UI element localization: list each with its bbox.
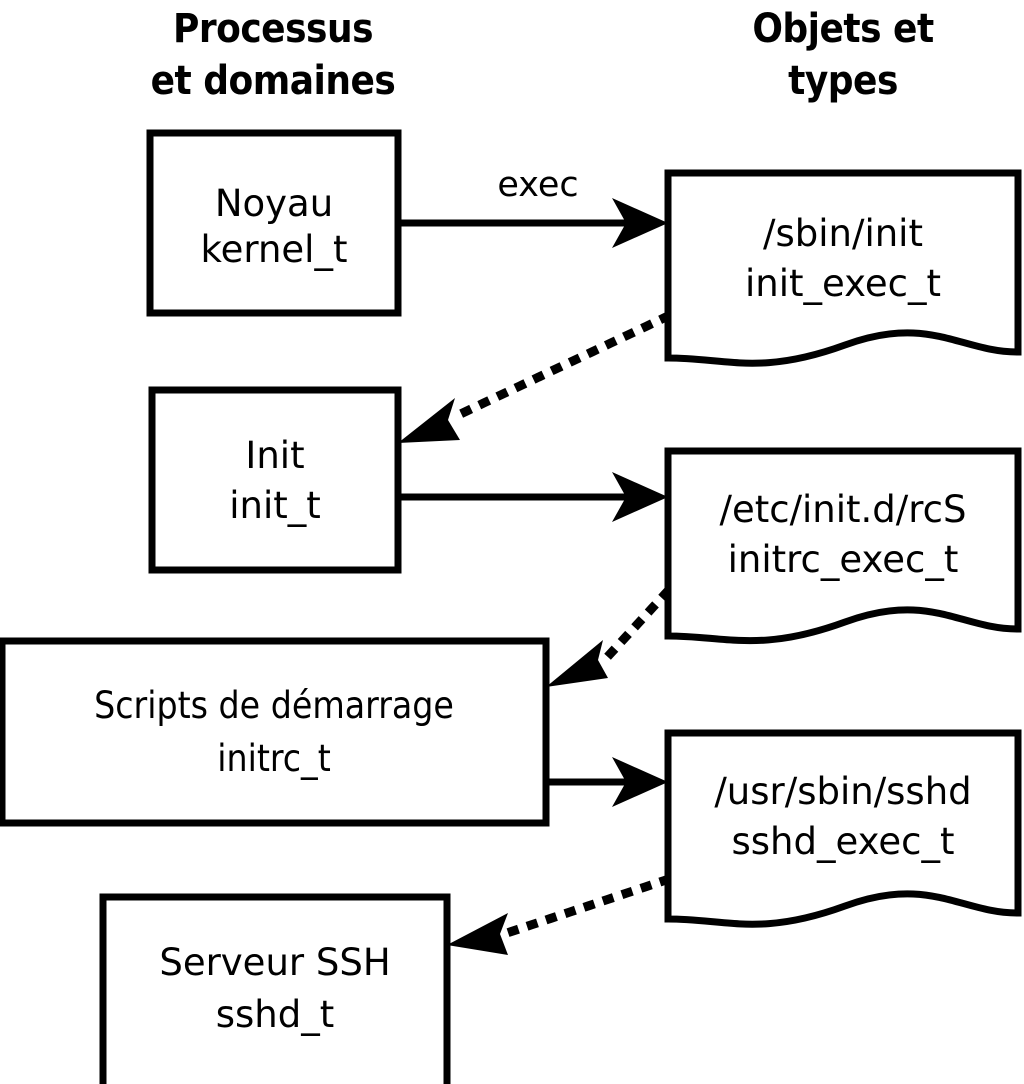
node-kernel-label-line1: Noyau bbox=[215, 182, 333, 225]
edge-init-exec-to-init-arrowhead bbox=[398, 398, 460, 443]
node-initrc-box[interactable] bbox=[0, 637, 550, 827]
column-header-objects-line1: Objets et bbox=[752, 6, 934, 52]
column-header-processes-line2: et domaines bbox=[151, 58, 396, 104]
edge-initrc-exec-to-initrc-line bbox=[593, 586, 673, 672]
edge-sshd-exec-to-sshd-line bbox=[504, 874, 672, 938]
node-init-exec-label-line2: init_exec_t bbox=[745, 262, 941, 305]
node-kernel[interactable]: Noyau kernel_t bbox=[146, 129, 402, 317]
node-sshd-box[interactable] bbox=[99, 893, 451, 1084]
node-init[interactable]: Init init_t bbox=[148, 386, 402, 574]
edge-initrc-to-sshd-exec bbox=[546, 757, 668, 807]
node-initrc-exec-label-line2: initrc_exec_t bbox=[728, 538, 959, 581]
node-sshd-exec[interactable]: /usr/sbin/sshd sshd_exec_t bbox=[664, 729, 1022, 928]
node-initrc[interactable]: Scripts de démarrage initrc_t bbox=[0, 637, 550, 827]
edge-kernel-to-init-exec: exec bbox=[398, 165, 668, 248]
node-init-label-line2: init_t bbox=[229, 484, 321, 527]
node-initrc-exec-label-line1: /etc/init.d/rcS bbox=[719, 488, 966, 531]
column-header-processes: Processus et domaines bbox=[151, 6, 396, 104]
node-initrc-label-line2: initrc_t bbox=[217, 737, 331, 780]
edge-sshd-exec-to-sshd bbox=[447, 874, 672, 955]
node-sshd-exec-label-line2: sshd_exec_t bbox=[732, 820, 955, 863]
edge-init-exec-to-init bbox=[398, 311, 672, 443]
node-kernel-box[interactable] bbox=[146, 129, 402, 317]
node-sshd[interactable]: Serveur SSH sshd_t bbox=[99, 893, 451, 1084]
edge-initrc-exec-to-initrc bbox=[546, 586, 673, 687]
edge-sshd-exec-to-sshd-arrowhead bbox=[447, 913, 508, 955]
node-kernel-label-line2: kernel_t bbox=[201, 228, 348, 271]
edge-init-exec-to-init-line bbox=[446, 311, 672, 424]
node-init-exec-document-shape[interactable] bbox=[664, 169, 1022, 367]
node-sshd-label-line2: sshd_t bbox=[216, 993, 335, 1036]
node-initrc-exec-document-shape[interactable] bbox=[664, 447, 1022, 645]
node-initrc-label-line1: Scripts de démarrage bbox=[94, 684, 454, 727]
edge-kernel-to-init-exec-arrowhead bbox=[612, 198, 668, 248]
edge-init-to-initrc-exec bbox=[398, 472, 668, 522]
edge-label-exec: exec bbox=[497, 165, 578, 205]
column-header-objects-line2: types bbox=[788, 58, 898, 104]
edge-initrc-exec-to-initrc-arrowhead bbox=[546, 640, 608, 687]
edge-initrc-to-sshd-exec-arrowhead bbox=[612, 757, 668, 807]
node-init-box[interactable] bbox=[148, 386, 402, 574]
edge-init-to-initrc-exec-arrowhead bbox=[612, 472, 668, 522]
column-header-objects: Objets et types bbox=[752, 6, 934, 104]
node-sshd-exec-document-shape[interactable] bbox=[664, 729, 1022, 928]
node-init-exec-label-line1: /sbin/init bbox=[763, 212, 923, 255]
node-initrc-exec[interactable]: /etc/init.d/rcS initrc_exec_t bbox=[664, 447, 1022, 645]
column-header-processes-line1: Processus bbox=[173, 6, 373, 52]
node-sshd-label-line1: Serveur SSH bbox=[159, 941, 390, 984]
node-init-exec[interactable]: /sbin/init init_exec_t bbox=[664, 169, 1022, 367]
node-init-label-line1: Init bbox=[245, 434, 304, 477]
node-sshd-exec-label-line1: /usr/sbin/sshd bbox=[714, 770, 971, 813]
